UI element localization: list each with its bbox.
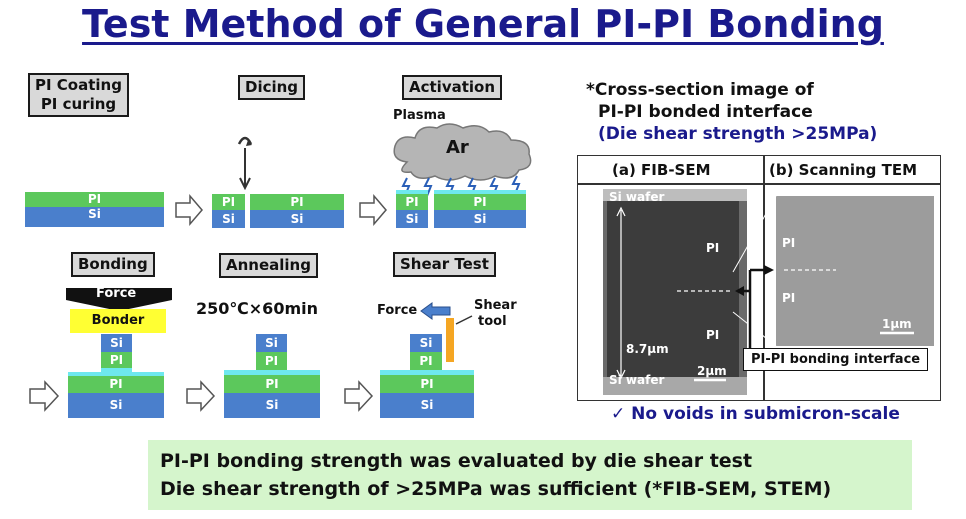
- step-dicing: Dicing: [238, 75, 306, 100]
- page-title: Test Method of General PI-PI Bonding: [82, 2, 884, 46]
- stem-image: [776, 196, 934, 346]
- summary-box: PI-PI bonding strength was evaluated by …: [148, 440, 912, 510]
- pi-stem-lower-label: PI: [782, 291, 796, 305]
- panel-a-title: (a) FIB-SEM: [612, 161, 711, 179]
- si-layer: Si: [212, 210, 245, 228]
- pi-stem-upper-label: PI: [782, 236, 796, 250]
- bonded-interface: [380, 370, 474, 375]
- pi-lower-label: PI: [706, 328, 720, 342]
- force-label: Force: [96, 286, 137, 301]
- si-layer: Si: [256, 334, 287, 352]
- pi-layer: PI: [224, 375, 320, 393]
- thickness-label: 8.7μm: [626, 342, 669, 356]
- activated-surface: [434, 190, 526, 194]
- si-layer: Si: [224, 393, 320, 418]
- pi-layer: PI: [101, 352, 132, 368]
- step-coating-line2: PI curing: [40, 95, 117, 113]
- dicing-blade-icon: [237, 136, 253, 190]
- pi-layer: PI: [25, 192, 164, 207]
- pi-layer: PI: [68, 376, 164, 393]
- cross-section-heading-1: *Cross-section image of: [586, 80, 814, 100]
- panel-divider: [763, 155, 765, 401]
- panel-b-title: (b) Scanning TEM: [769, 161, 918, 179]
- arrow-right-icon: [175, 193, 203, 227]
- pi-layer: PI: [250, 194, 344, 210]
- si-layer: Si: [410, 334, 442, 352]
- arrow-right-icon: [344, 380, 374, 412]
- si-wafer-top-label: Si wafer: [609, 190, 665, 204]
- pi-layer: PI: [380, 375, 474, 393]
- left-arrow-icon: [420, 302, 451, 320]
- force-arrow-icon: [66, 288, 172, 311]
- bonder-block: Bonder: [70, 309, 166, 333]
- cross-section-frame: [577, 155, 941, 401]
- step-coating-line1: PI Coating: [35, 76, 122, 94]
- panel-header-divider: [577, 183, 941, 185]
- si-layer: Si: [101, 334, 132, 352]
- no-voids-conclusion: ✓ No voids in submicron-scale: [611, 404, 900, 424]
- arrow-right-icon: [186, 380, 216, 412]
- summary-line-1: PI-PI bonding strength was evaluated by …: [160, 450, 753, 472]
- fib-sem-image: [603, 189, 747, 395]
- step-annealing: Annealing: [219, 253, 318, 278]
- shear-tool-label-2: tool: [478, 314, 507, 329]
- pi-layer: PI: [410, 352, 442, 370]
- si-layer: Si: [25, 207, 164, 227]
- si-layer: Si: [396, 210, 428, 228]
- pi-layer: PI: [396, 194, 428, 210]
- step-bonding: Bonding: [71, 252, 155, 277]
- step-shear-test: Shear Test: [393, 252, 496, 277]
- activated-surface: [396, 190, 428, 194]
- step-coating: PI Coating PI curing: [28, 73, 129, 117]
- si-layer: Si: [434, 210, 526, 228]
- scale-bar-a-label: 2μm: [697, 364, 727, 378]
- anneal-condition: 250℃×60min: [196, 299, 318, 318]
- pi-layer: PI: [212, 194, 245, 210]
- scale-bar-b-label: 1μm: [882, 317, 912, 331]
- pi-layer: PI: [434, 194, 526, 210]
- interface-callout: PI-PI bonding interface: [743, 348, 929, 371]
- force-label: Force: [377, 303, 418, 318]
- die-shear-strength: (Die shear strength >25MPa): [598, 124, 878, 144]
- si-layer: Si: [250, 210, 344, 228]
- bonded-interface: [224, 370, 320, 375]
- arrow-right-icon: [29, 380, 60, 412]
- pi-upper-label: PI: [706, 241, 720, 255]
- arrow-right-icon: [359, 193, 387, 227]
- shear-tool-icon: [446, 315, 473, 362]
- si-layer: Si: [380, 393, 474, 418]
- cross-section-heading-2: PI-PI bonded interface: [598, 102, 813, 122]
- activated-surface: [101, 368, 132, 372]
- activated-surface: [68, 372, 164, 376]
- summary-line-2: Die shear strength of >25MPa was suffici…: [160, 478, 832, 500]
- si-wafer-bottom-label: Si wafer: [609, 373, 665, 387]
- plasma-label: Plasma: [393, 108, 446, 123]
- pi-layer: PI: [256, 352, 287, 370]
- step-activation: Activation: [402, 75, 503, 100]
- ar-label: Ar: [446, 137, 469, 158]
- si-layer: Si: [68, 393, 164, 418]
- shear-tool-label-1: Shear: [474, 298, 517, 313]
